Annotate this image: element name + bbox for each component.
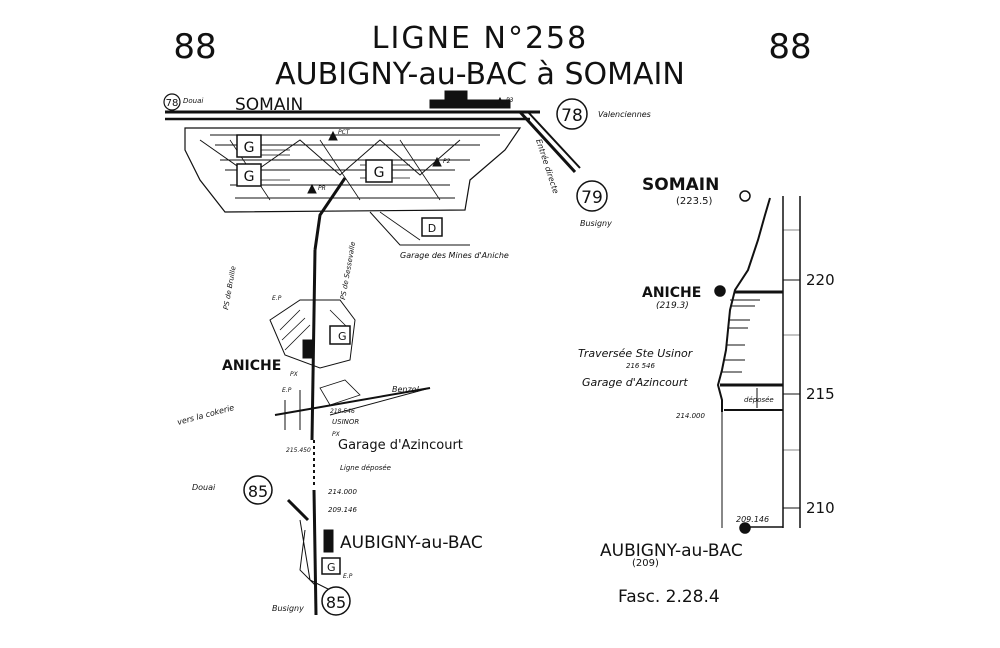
profile-deposee-label: déposée [744, 396, 774, 404]
profile-scale-220: 220 [806, 271, 835, 289]
profile-aubigny-pk: (209) [632, 558, 659, 569]
valenciennes-label: Valenciennes [598, 110, 651, 119]
entree-directe-label: Entrée directe [534, 138, 561, 195]
p2-label: P2 [443, 158, 451, 165]
busigny-right-label: Busigny [580, 219, 612, 228]
douai-left-label: Douai [192, 483, 216, 492]
depot-label: D [428, 222, 436, 235]
pk-214-000-label: 214.000 [328, 488, 357, 496]
line-78-left-marker [163, 93, 181, 111]
pk-215-450-label: 215.450 [286, 447, 311, 454]
profile-aubigny-label: AUBIGNY-au-BAC [600, 541, 743, 561]
line-85-lower-label: 85 [326, 593, 346, 612]
ep-label: E.P [272, 295, 282, 302]
profile-somain-station-marker [739, 190, 751, 202]
ligne-deposee-label: Ligne déposée [340, 464, 391, 472]
profile-pk-209-label: 209.146 [736, 515, 769, 524]
px-label: PX [290, 371, 299, 378]
pk-218-546-label: 218.546 [330, 408, 355, 415]
profile-garage-azincourt-label: Garage d'Azincourt [582, 376, 688, 389]
line-258-route [269, 249, 431, 616]
profile-pk-214-label: 214.000 [676, 412, 705, 420]
profile-traversee-label: Traversée Ste Usinor [578, 347, 694, 360]
profile-scale-210: 210 [806, 499, 835, 517]
profile-diagram [716, 196, 801, 528]
ep-label: E.P [343, 573, 353, 580]
goods-shed-label: G [244, 140, 255, 156]
fascicle-number-left: 88 [173, 27, 216, 67]
line-78-left-label: 78 [166, 98, 179, 109]
profile-aubigny-station-marker [739, 522, 751, 534]
busigny-bottom-label: Busigny [272, 604, 304, 613]
somain-station-schematic [165, 90, 581, 251]
profile-aniche-pk: (219.3) [656, 301, 689, 311]
line-78-right-label: 78 [561, 106, 583, 126]
ps-bruille-label: PS de Bruille [222, 266, 238, 311]
line-78-right-marker [556, 98, 588, 130]
usinor-label: USINOR [332, 418, 359, 426]
line-number-title: LIGNE N°258 [372, 21, 588, 56]
somain-goods-sheds: G G G D [236, 134, 443, 237]
px-label: PX [332, 431, 341, 438]
goods-shed-label: G [244, 169, 255, 185]
p3-label: P3 [506, 97, 514, 104]
line-79-marker [576, 180, 608, 212]
line-79-label: 79 [581, 188, 603, 208]
goods-shed-label: G [338, 330, 347, 343]
line-85-lower-marker [321, 586, 351, 616]
map-aniche-label: ANICHE [222, 358, 281, 374]
pk-209-146-label: 209.146 [328, 506, 357, 514]
ep-label: E.P [282, 387, 292, 394]
pr-label: PR [318, 185, 326, 192]
profile-aniche-station-marker [714, 285, 726, 297]
map-somain-label: SOMAIN [235, 95, 303, 115]
profile-aniche-label: ANICHE [642, 285, 701, 301]
fascicle-reference: Fasc. 2.28.4 [618, 587, 720, 607]
line-name-title: AUBIGNY-au-BAC à SOMAIN [275, 57, 685, 92]
profile-somain-label: SOMAIN [642, 175, 719, 195]
douai-top-label: Douai [183, 97, 203, 105]
vers-cokerie-label: vers la cokerie [176, 403, 235, 427]
profile-somain-pk: (223.5) [676, 196, 713, 207]
profile-traversee-pk: 216 546 [626, 362, 655, 370]
line-85-upper-marker [243, 475, 273, 505]
pct-label: PCT [338, 129, 351, 136]
fascicle-number-right: 88 [768, 27, 811, 67]
ps-sessevalle-label: PS de Sessevalle [339, 241, 357, 300]
goods-shed-label: G [327, 561, 336, 574]
benzol-label: Benzol [392, 385, 420, 394]
map-aubigny-label: AUBIGNY-au-BAC [340, 533, 483, 553]
map-garage-azincourt-label: Garage d'Azincourt [338, 438, 463, 453]
line-85-upper-label: 85 [248, 482, 268, 501]
goods-shed-label: G [374, 165, 385, 181]
garage-mines-label: Garage des Mines d'Aniche [400, 251, 509, 260]
profile-scale-215: 215 [806, 385, 835, 403]
